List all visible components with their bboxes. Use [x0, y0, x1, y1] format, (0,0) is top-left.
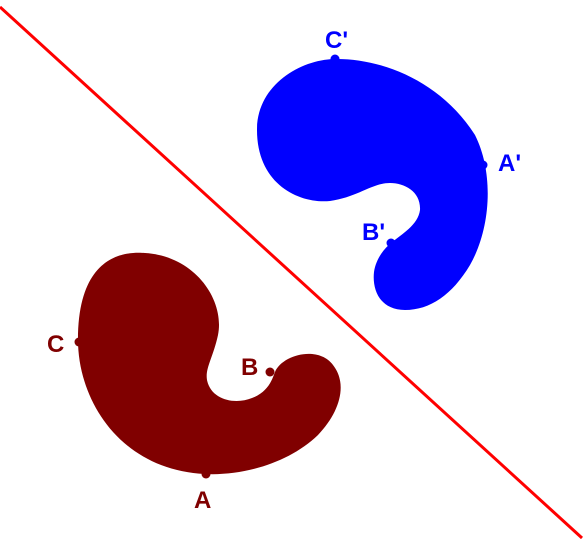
label-c: C — [47, 331, 64, 358]
label-a: A — [194, 487, 211, 514]
point-a — [201, 469, 211, 479]
point-c-prime — [330, 54, 340, 64]
mirror-line — [0, 5, 584, 540]
original-shape — [78, 252, 341, 475]
point-b-prime — [386, 238, 396, 248]
point-a-prime — [478, 160, 488, 170]
point-c — [74, 337, 84, 347]
label-c-prime: C' — [325, 27, 348, 54]
label-a-prime: A' — [498, 150, 521, 177]
label-b: B — [241, 354, 258, 381]
label-b-prime: B' — [362, 219, 385, 246]
point-b — [265, 367, 275, 377]
reflected-shape — [257, 58, 488, 310]
